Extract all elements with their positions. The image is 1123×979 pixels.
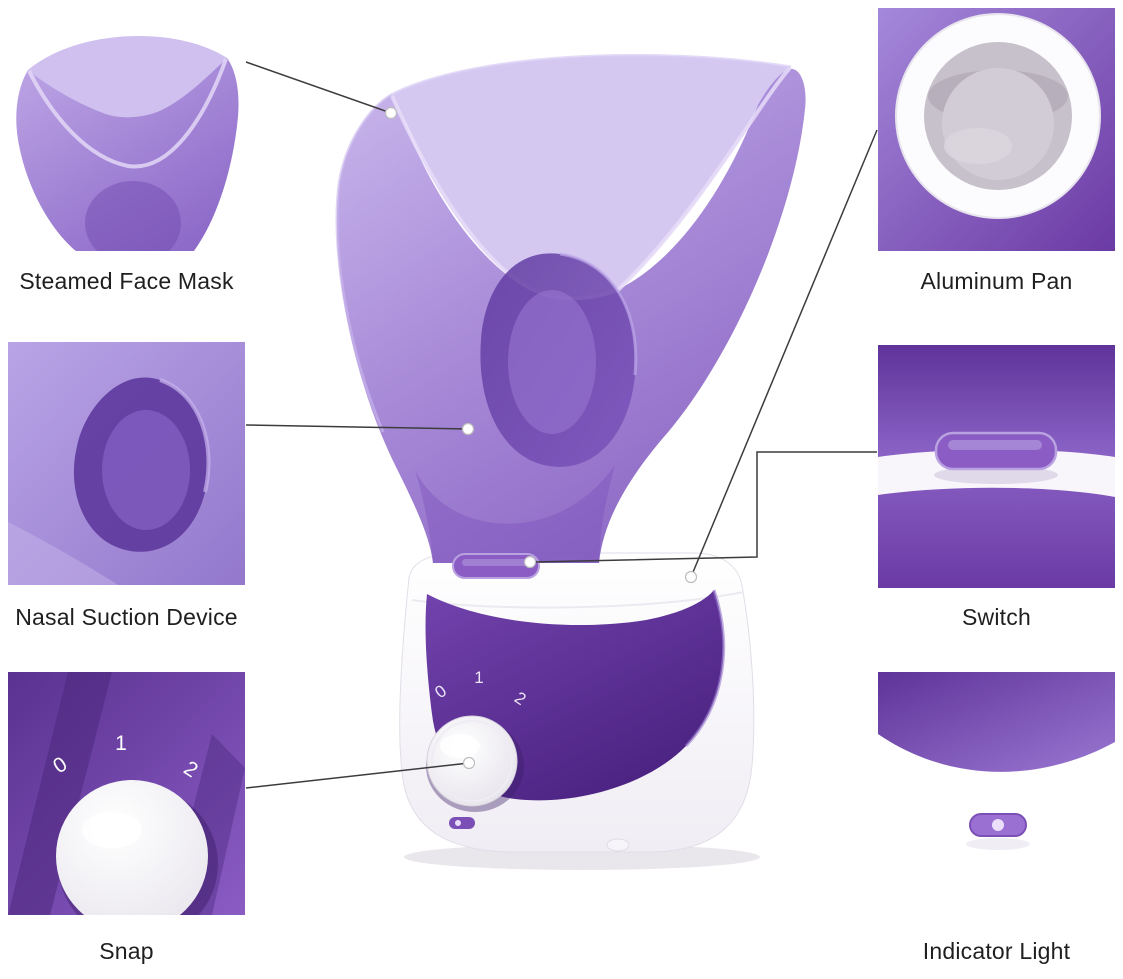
mask-shell-crop	[16, 58, 239, 251]
panel-groove	[8, 672, 112, 915]
callout-dot-nasal-suction-device	[461, 422, 475, 436]
nasal-cone-rim-crop	[159, 378, 211, 493]
pan-highlight	[944, 128, 1012, 164]
inset-steamed-face-mask	[8, 8, 245, 251]
inset-nasal-suction-device	[8, 342, 245, 585]
knob-highlight	[440, 734, 480, 758]
callout-label-indicator-light: Indicator Light	[922, 938, 1071, 964]
front-panel-edge-highlight	[684, 589, 726, 748]
dial-mark-1: 1	[474, 668, 483, 687]
callout-label-switch: Switch	[962, 604, 1031, 630]
callout-dot-steamed-face-mask	[384, 106, 398, 120]
latch-shadow-crop	[934, 466, 1058, 484]
indicator-light	[449, 817, 475, 829]
outlet-nub	[606, 838, 630, 852]
power-knob-crop	[56, 780, 208, 915]
connector-lines	[245, 61, 878, 789]
steamed-face-mask-photo	[8, 8, 245, 251]
callout-dots	[384, 106, 698, 770]
connector-line-aluminum-pan	[690, 129, 878, 578]
indicator-light-dot	[455, 820, 461, 826]
snap-knob-photo: 0 1 2	[8, 672, 245, 915]
indicator-dot-crop	[992, 819, 1004, 831]
mask-opening-crop	[28, 36, 227, 118]
switch-photo	[878, 345, 1115, 588]
connector-line-steamed-face-mask	[245, 61, 392, 114]
mask-opening	[391, 55, 791, 299]
mask-left-edge	[335, 93, 392, 433]
callout-label-nasal-suction-device: Nasal Suction Device	[15, 604, 238, 630]
nasal-cone-inner-crop	[102, 410, 190, 530]
aluminum-pan-floor	[942, 68, 1054, 180]
knob-highlight-crop	[82, 812, 142, 848]
callout-dot-switch	[523, 555, 537, 569]
inset-snap: 0 1 2	[8, 672, 245, 915]
connector-line-nasal-suction-device	[245, 424, 469, 430]
snap-latch-crop	[934, 431, 1058, 471]
mask-back-rim	[390, 53, 792, 97]
mask-throat-crop	[85, 181, 181, 251]
nasal-cone-inner	[508, 290, 596, 434]
pan-housing-edge	[895, 13, 1101, 219]
callout-label-snap: Snap	[99, 938, 154, 964]
indicator-shadow-crop	[966, 838, 1030, 850]
indicator-light-photo	[878, 672, 1115, 915]
inset-indicator-light	[878, 672, 1115, 915]
snap-latch-highlight	[462, 559, 530, 566]
inset-aluminum-pan	[878, 8, 1115, 251]
callout-dot-aluminum-pan	[684, 570, 698, 584]
inset-switch	[878, 345, 1115, 588]
nasal-suction-photo	[8, 342, 245, 585]
base-rim	[411, 591, 745, 609]
dial-mark-1: 1	[115, 732, 127, 755]
panel-edge-crop	[878, 672, 1115, 772]
latch-highlight-crop	[948, 440, 1042, 450]
connector-line-switch	[533, 451, 877, 563]
mask-wall-crop	[8, 522, 118, 585]
callout-label-steamed-face-mask: Steamed Face Mask	[19, 268, 234, 294]
mask-rim-crop	[27, 58, 228, 169]
power-knob-ring	[431, 720, 513, 802]
aluminum-pan-photo	[878, 8, 1115, 251]
connector-line-snap	[245, 762, 470, 789]
callout-dot-snap	[462, 756, 476, 770]
callout-label-aluminum-pan: Aluminum Pan	[920, 268, 1073, 294]
mask-cup-shading	[415, 465, 615, 563]
nasal-cone-rim	[559, 252, 638, 376]
